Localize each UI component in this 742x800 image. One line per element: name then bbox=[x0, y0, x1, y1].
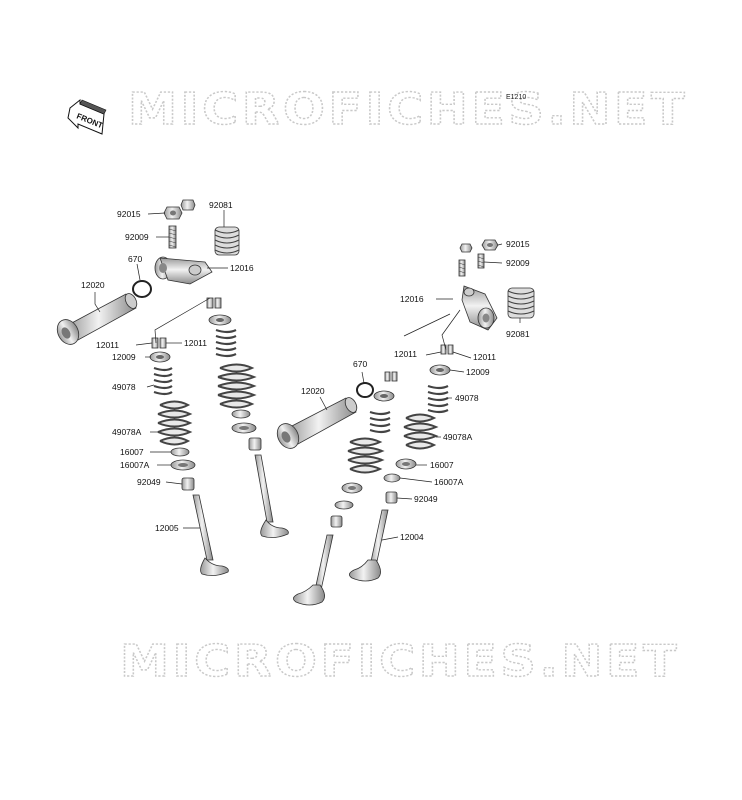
label-92009-left: 92009 bbox=[125, 232, 149, 242]
rocker-shaft-12020-right bbox=[276, 397, 358, 449]
label-12009-left: 12009 bbox=[112, 352, 136, 362]
label-12009-right: 12009 bbox=[466, 367, 490, 377]
label-12020-right: 12020 bbox=[301, 386, 325, 396]
label-92009-right: 92009 bbox=[506, 258, 530, 268]
label-16007A-right: 16007A bbox=[434, 477, 464, 487]
label-92049-left: 92049 bbox=[137, 477, 161, 487]
label-92015-left: 92015 bbox=[117, 209, 141, 219]
valve-12005 bbox=[192, 494, 229, 576]
label-92049-right: 92049 bbox=[414, 494, 438, 504]
leader-lines bbox=[94, 210, 521, 541]
rocker-arm-12016-right bbox=[461, 285, 498, 331]
watermark-bottom: MICROFICHES.NET bbox=[120, 636, 680, 687]
o-ring-670-left bbox=[132, 280, 152, 298]
inner-spring-49078-left bbox=[153, 366, 173, 396]
label-92015-right: 92015 bbox=[506, 239, 530, 249]
label-12011-right-a: 12011 bbox=[394, 349, 417, 359]
label-12016-right: 12016 bbox=[400, 294, 424, 304]
left-valve-assembly bbox=[56, 199, 289, 576]
spring-92081-right bbox=[507, 287, 535, 319]
label-49078-right: 49078 bbox=[455, 393, 479, 403]
spring-92081-left bbox=[214, 226, 240, 256]
label-49078A-right: 49078A bbox=[443, 432, 473, 442]
label-12011-left-a: 12011 bbox=[96, 340, 119, 350]
label-92081-left: 92081 bbox=[209, 200, 233, 210]
label-670-left: 670 bbox=[128, 254, 142, 264]
nut-92015-left bbox=[163, 206, 183, 220]
label-16007A-left: 16007A bbox=[120, 460, 150, 470]
label-12011-left-b: 12011 bbox=[184, 338, 207, 348]
label-49078A-left: 49078A bbox=[112, 427, 142, 437]
rocker-arm-12016-left bbox=[154, 256, 213, 285]
label-12004: 12004 bbox=[400, 532, 424, 542]
outer-spring-49078A-left bbox=[157, 400, 193, 446]
label-16007-right: 16007 bbox=[430, 460, 454, 470]
valve-12004 bbox=[349, 509, 389, 582]
label-12005: 12005 bbox=[155, 523, 179, 533]
label-16007-left: 16007 bbox=[120, 447, 144, 457]
o-ring-670-right bbox=[356, 382, 374, 398]
rocker-shaft-12020-left bbox=[56, 293, 138, 345]
label-12011-right-b: 12011 bbox=[473, 352, 496, 362]
label-49078-left: 49078 bbox=[112, 382, 136, 392]
front-arrow-icon: FRONT bbox=[67, 98, 107, 135]
adjuster-screw-92009-left bbox=[168, 225, 177, 249]
label-12020-left: 12020 bbox=[81, 280, 105, 290]
label-92081-right: 92081 bbox=[506, 329, 530, 339]
right-valve-assembly bbox=[276, 239, 535, 606]
part-labels: 92015 92081 92009 670 12016 12020 12011 … bbox=[81, 200, 530, 542]
watermark-top: MICROFICHES.NET bbox=[128, 84, 688, 135]
label-670-right: 670 bbox=[353, 359, 367, 369]
label-12016-left: 12016 bbox=[230, 263, 254, 273]
diagram-code: E1210 bbox=[506, 94, 526, 101]
